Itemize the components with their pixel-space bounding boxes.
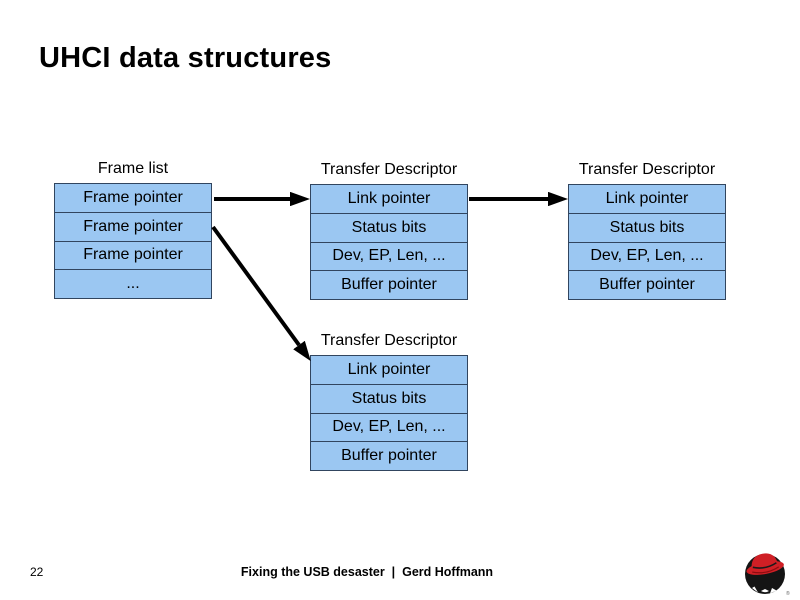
table-row: Link pointer bbox=[311, 185, 467, 214]
table-row: Dev, EP, Len, ... bbox=[311, 243, 467, 272]
transfer-descriptor-3-label: Transfer Descriptor bbox=[320, 332, 458, 349]
frame-list-box: Frame pointer Frame pointer Frame pointe… bbox=[54, 183, 212, 299]
table-row: Buffer pointer bbox=[341, 447, 437, 465]
table-row: Dev, EP, Len, ... bbox=[569, 243, 725, 272]
table-row: Buffer pointer bbox=[341, 276, 437, 294]
transfer-descriptor-1-table: Transfer Descriptor Link pointer Status … bbox=[310, 158, 468, 300]
table-row: Link pointer bbox=[311, 356, 467, 385]
frame-list-label: Frame list bbox=[97, 160, 169, 177]
arrow-frame-to-td3 bbox=[211, 225, 311, 362]
table-row: Dev, EP, Len, ... bbox=[311, 414, 467, 443]
transfer-descriptor-2-table: Transfer Descriptor Link pointer Status … bbox=[568, 158, 726, 300]
table-row: Frame pointer bbox=[55, 213, 211, 242]
table-row: Frame pointer bbox=[55, 184, 211, 213]
redhat-logo-icon: ® bbox=[745, 553, 790, 597]
transfer-descriptor-1-label: Transfer Descriptor bbox=[320, 161, 458, 178]
slide-title: UHCI data structures bbox=[39, 42, 332, 74]
transfer-descriptor-2-label: Transfer Descriptor bbox=[578, 161, 716, 178]
table-row: ... bbox=[126, 275, 140, 293]
table-row: Frame pointer bbox=[55, 242, 211, 271]
svg-text:®: ® bbox=[786, 590, 790, 597]
table-row: Status bits bbox=[569, 214, 725, 243]
transfer-descriptor-2-box: Link pointer Status bits Dev, EP, Len, .… bbox=[568, 184, 726, 300]
page-number: 22 bbox=[30, 565, 44, 579]
table-row: Buffer pointer bbox=[599, 276, 695, 294]
table-row: Status bits bbox=[311, 214, 467, 243]
transfer-descriptor-3-box: Link pointer Status bits Dev, EP, Len, .… bbox=[310, 355, 468, 471]
footer-credit: Fixing the USB desaster | Gerd Hoffmann bbox=[240, 565, 494, 579]
transfer-descriptor-3-table: Transfer Descriptor Link pointer Status … bbox=[310, 329, 468, 471]
frame-list-table: Frame list Frame pointer Frame pointer F… bbox=[54, 157, 212, 299]
transfer-descriptor-1-box: Link pointer Status bits Dev, EP, Len, .… bbox=[310, 184, 468, 300]
table-row: Status bits bbox=[311, 385, 467, 414]
table-row: Link pointer bbox=[569, 185, 725, 214]
